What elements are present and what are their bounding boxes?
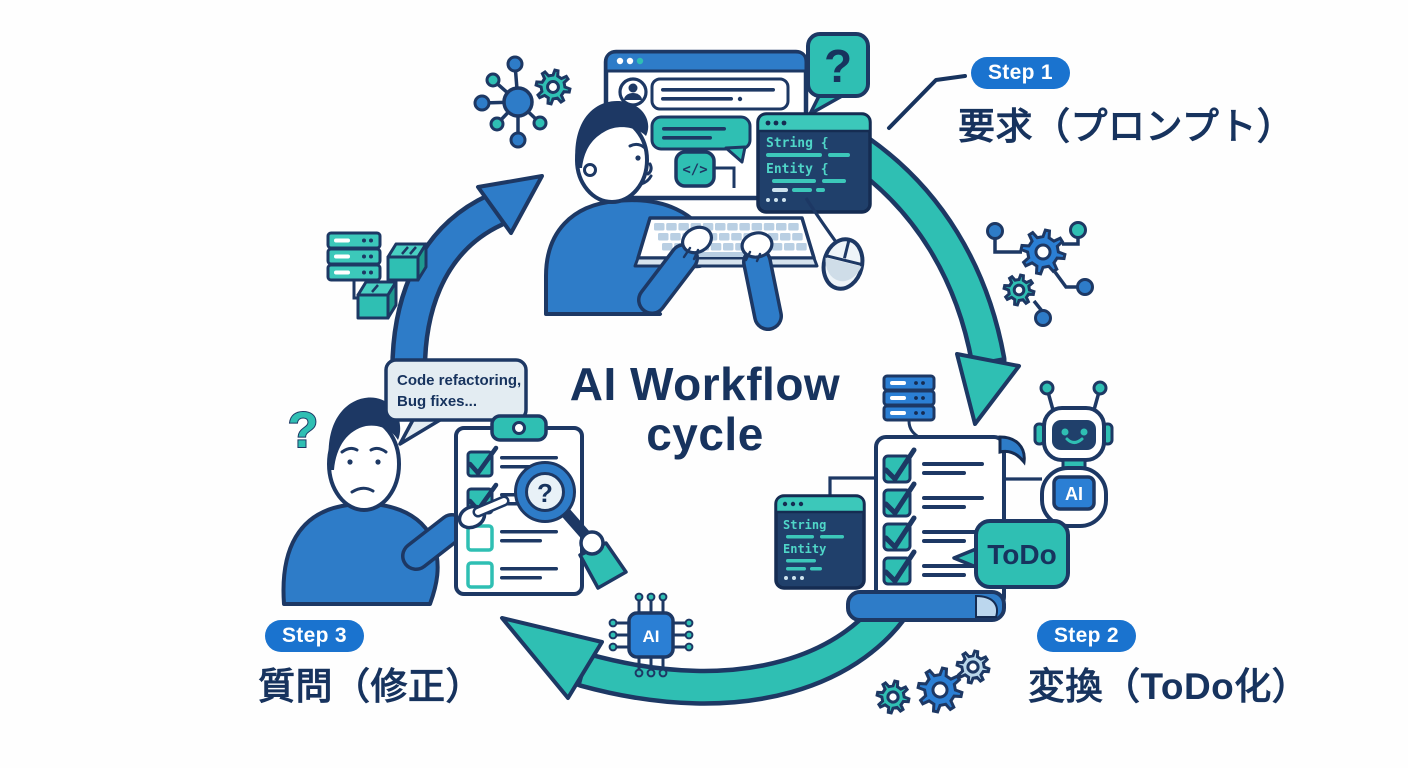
code-panel-top: String { Entity { (756, 112, 872, 214)
gear-icon (1019, 228, 1067, 276)
code-line-1: String { (766, 136, 829, 151)
code-tag-icon: </> (674, 150, 736, 188)
keyboard (633, 216, 819, 268)
teal-arrow-right (841, 133, 1021, 426)
step1-connector-line (887, 74, 967, 130)
speech-line-2: Bug fixes... (397, 393, 477, 410)
step3-label: 質問（修正） (258, 666, 483, 707)
step1-badge: Step 1 (971, 57, 1070, 89)
confused-question-mark: ? (288, 402, 319, 458)
robot-ai-badge: AI (1065, 484, 1083, 504)
step2-badge: Step 2 (1037, 620, 1136, 652)
code-line-2: Entity { (766, 162, 829, 177)
person-confused (281, 397, 467, 606)
title-line-2: cycle (646, 407, 764, 460)
todo-bubble: ToDo (952, 519, 1070, 589)
browser-window (603, 49, 809, 201)
speech-bubble: Code refactoring, Bug fixes... (384, 358, 528, 446)
package-box-icon (356, 242, 428, 320)
code-panel-small: String Entity (774, 476, 876, 590)
chat-message-bubble (650, 77, 790, 111)
magnifier-icon: ? (514, 461, 628, 590)
window-dot (616, 57, 624, 65)
typing-arms (637, 225, 783, 331)
title-line-1: AI Workflow (569, 358, 841, 410)
gear-icon (1002, 273, 1036, 307)
network-node-icon (473, 55, 548, 149)
gear-icon (955, 649, 991, 685)
magnifier-glyph: ? (537, 478, 553, 508)
server-stack-teal-icon (326, 231, 382, 300)
robot-icon: AI (1004, 380, 1114, 528)
teal-arrow-bottom (500, 577, 919, 706)
gear-icon (534, 68, 572, 106)
step2-label: 変換（ToDo化） (1028, 666, 1310, 707)
clipboard-checklist (466, 445, 558, 589)
server-stack-blue-icon (882, 374, 936, 440)
chat-reply-bubble (650, 115, 752, 164)
ai-chip-label: AI (643, 627, 660, 646)
question-bubble-glyph: ? (824, 40, 852, 92)
code-line-1: String (783, 518, 826, 532)
todo-bubble-label: ToDo (987, 539, 1056, 570)
circuit-gears-icon (986, 221, 1094, 327)
speech-line-1: Code refactoring, (397, 372, 521, 389)
step3-badge: Step 3 (265, 620, 364, 652)
ai-chip-icon: AI (608, 592, 694, 678)
window-dot (636, 57, 644, 65)
pointing-hand (457, 495, 510, 530)
code-tag-glyph: </> (682, 162, 707, 178)
step1-label: 要求（プロンプト） (958, 106, 1295, 147)
gear-icon (875, 679, 911, 715)
code-line-2: Entity (783, 542, 826, 556)
todo-checklist (882, 447, 984, 586)
mouse-icon (804, 197, 865, 291)
page-title: AI Workflow cycle (520, 358, 890, 460)
gear-icon (916, 666, 964, 714)
question-bubble: ? (806, 32, 870, 116)
avatar (618, 77, 648, 107)
window-dot (626, 57, 634, 65)
